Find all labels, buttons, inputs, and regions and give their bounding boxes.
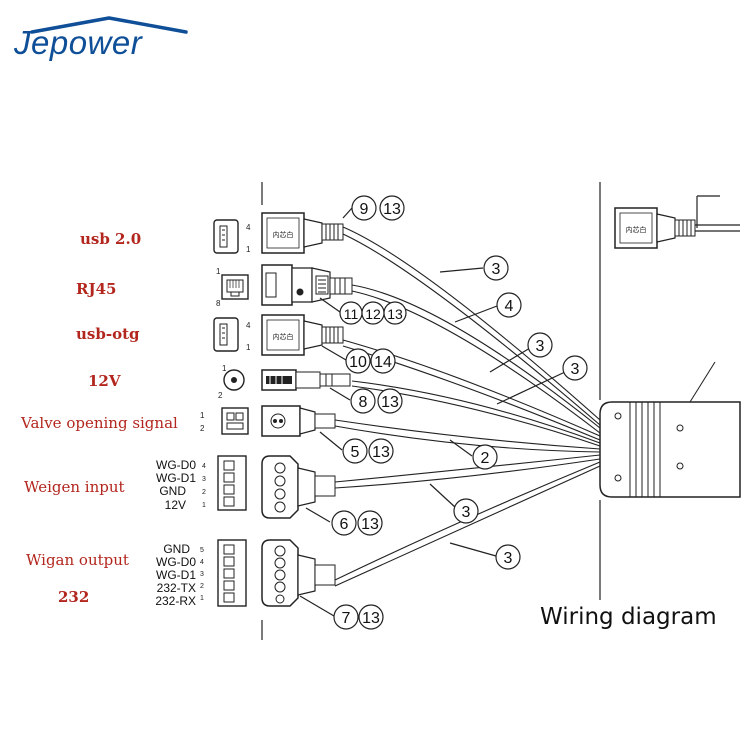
- label-valve-signal: Valve opening signal: [21, 414, 178, 432]
- label-rj45: RJ45: [76, 280, 117, 298]
- callout-number: 11: [344, 306, 359, 322]
- wigan-output-connector: [261, 539, 336, 607]
- callout-number: 13: [361, 516, 379, 533]
- pin-name-12v: 12V: [164, 498, 186, 512]
- cable-callout-number: 3: [536, 338, 545, 355]
- callout-number: 13: [383, 201, 401, 218]
- pin-number: 3: [200, 571, 204, 578]
- pin-number: 2: [200, 424, 205, 433]
- label-usb-otg: usb-otg: [76, 325, 140, 343]
- callout-number: 13: [362, 610, 380, 627]
- pin-number: 1: [246, 245, 251, 254]
- reference-usb-connector: 内芯白: [614, 207, 740, 249]
- pin-number: 2: [202, 489, 206, 496]
- cable-callout-number: 4: [505, 298, 514, 315]
- pin-number: 1: [246, 343, 251, 352]
- label-usb2: usb 2.0: [80, 230, 142, 248]
- label-12v: 12V: [88, 372, 121, 390]
- pin-name-232-rx: 232-RX: [155, 594, 196, 608]
- callout-number: 14: [374, 354, 392, 371]
- pin-number: 1: [222, 364, 227, 373]
- pin-number: 5: [200, 547, 204, 554]
- rj45-port-icon: 1 8: [216, 267, 249, 308]
- pin-name-wg-d1: WG-D1: [156, 471, 196, 485]
- label-wigan-output: Wigan output: [26, 551, 129, 569]
- connector-marking: 内芯白: [273, 332, 294, 341]
- pin-number: 1: [200, 411, 205, 420]
- connector-marking: 内芯白: [273, 230, 294, 239]
- callout-number: 10: [349, 354, 367, 371]
- cables: [334, 226, 601, 587]
- callout-number: 8: [359, 394, 368, 411]
- callout-number: 13: [381, 394, 399, 411]
- callout-number: 5: [351, 444, 360, 461]
- pin-name-wg-d0: WG-D0: [156, 458, 196, 472]
- pin-name-wg-d1-out: WG-D1: [156, 568, 196, 582]
- connector-callout-numbers: 9 13 11 12 13 10 14 8 13 5 13 6 13 7 13: [340, 201, 403, 627]
- cable-callout-number: 3: [462, 504, 471, 521]
- usb-otg-port-icon: 4 1: [213, 317, 251, 352]
- callout-number: 9: [360, 201, 369, 218]
- pin-number: 2: [218, 391, 223, 400]
- usb2-connector: 内芯白: [261, 212, 344, 254]
- cable-callouts: [429, 255, 588, 570]
- connector-marking: 内芯白: [626, 225, 647, 234]
- label-232: 232: [58, 588, 90, 606]
- pin-name-232-tx: 232-TX: [156, 581, 196, 595]
- cable-callout-number: 3: [504, 550, 513, 567]
- cable-callout-numbers: 3 4 3 3 2 3 3: [462, 261, 580, 567]
- wigan-output-port-icon: 5 4 3 2 1: [200, 539, 247, 607]
- jepower-logo: [30, 16, 188, 34]
- cable-callout-number: 2: [481, 450, 490, 467]
- pin-number: 4: [246, 223, 251, 232]
- callout-number: 6: [340, 516, 349, 533]
- cable-hub: [599, 361, 741, 498]
- pin-name-gnd-out: GND: [163, 542, 190, 556]
- pin-name-gnd: GND: [159, 484, 186, 498]
- brand-name: Jepower: [14, 24, 143, 61]
- pin-number: 4: [200, 559, 204, 566]
- weigen-input-connector: [261, 455, 336, 519]
- pin-number: 4: [246, 321, 251, 330]
- usb-otg-connector: 内芯白: [261, 314, 344, 356]
- connector-callouts: [299, 195, 407, 630]
- callout-number: 13: [387, 306, 403, 322]
- pin-number: 1: [216, 267, 221, 276]
- dc12v-connector: [261, 369, 351, 391]
- pin-number: 4: [202, 463, 206, 470]
- callout-number: 13: [372, 444, 390, 461]
- callout-number: 7: [342, 610, 351, 627]
- pin-number: 8: [216, 299, 221, 308]
- pin-number: 1: [200, 595, 204, 602]
- label-weigen-input: Weigen input: [24, 478, 125, 496]
- pin-number: 2: [200, 583, 204, 590]
- dc12v-port-icon: 1 2: [218, 364, 245, 400]
- weigen-input-port-icon: 4 3 2 1: [202, 455, 247, 511]
- valve-port-icon: 1 2: [200, 407, 249, 435]
- pin-number: 1: [202, 502, 206, 509]
- callout-number: 12: [365, 306, 381, 322]
- diagram-caption: Wiring diagram: [540, 604, 717, 630]
- rj45-connector: [261, 264, 353, 306]
- cable-callout-number: 3: [492, 261, 501, 278]
- usb2-port-icon: 4 1: [213, 219, 251, 254]
- pin-number: 3: [202, 476, 206, 483]
- cable-callout-number: 3: [571, 361, 580, 378]
- valve-connector: [261, 405, 336, 437]
- pin-name-wg-d0-out: WG-D0: [156, 555, 196, 569]
